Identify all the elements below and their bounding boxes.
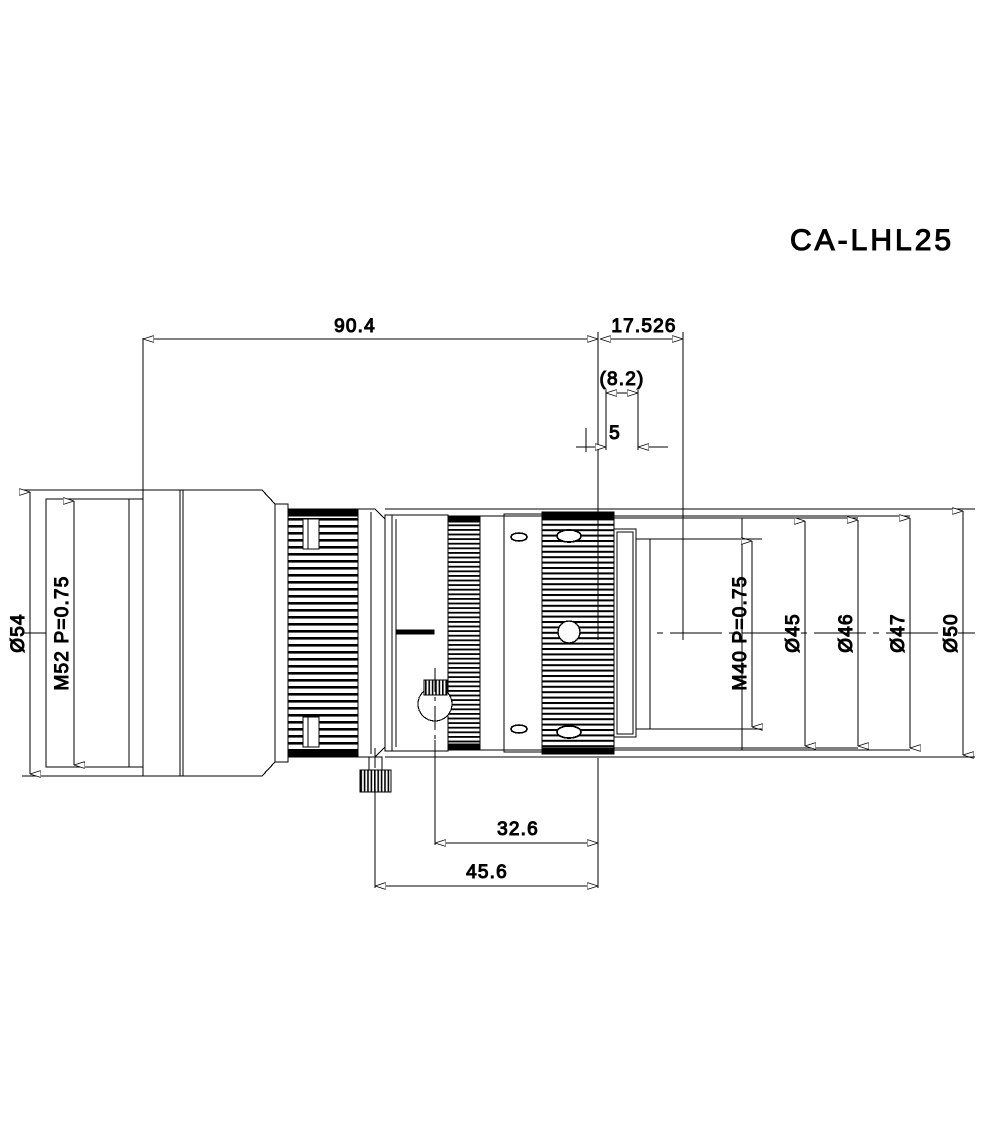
dimension-32p6-label: 32.6 [497,819,539,840]
dimension-d50-label: Ø50 [941,613,962,653]
dimension-m40: M40 P=0.75 [729,541,752,727]
dimension-8p2: (8.2) [599,368,644,393]
dimension-5: 5 [576,422,668,447]
dimension-d46: Ø46 [835,520,858,746]
rear-knurled-ring [541,511,615,755]
dimension-d54: Ø54 [7,492,30,774]
dimension-32p6: 32.6 [435,818,598,843]
focus-ring [287,508,359,758]
dimension-45p6: 45.6 [375,861,598,886]
dimension-d50: Ø50 [940,511,963,755]
drawing-title: CA-LHL25 [790,224,954,257]
dimension-m40-label: M40 P=0.75 [730,576,751,691]
dimension-d45: Ø45 [782,521,805,746]
rear-mount-flange [613,528,651,738]
dimension-5-label: 5 [609,423,621,444]
holed-barrel [503,513,543,753]
dimension-90p4-label: 90.4 [334,316,376,337]
front-collar [274,503,289,763]
lens-hood-rear-barrel [142,489,276,777]
dimension-d47-label: Ø47 [888,613,909,653]
lens-assembly-drawing [45,489,975,806]
dimension-d47: Ø47 [887,518,910,748]
aperture-knurled-ring [447,515,481,751]
dimension-8p2-label: (8.2) [599,369,644,390]
dimension-90p4: 90.4 [143,315,598,339]
body-step-a [357,508,386,758]
dimension-d46-label: Ø46 [836,613,857,653]
dimension-d45-label: Ø45 [783,613,804,653]
dimension-45p6-label: 45.6 [466,862,508,883]
adjustment-knob [417,668,453,740]
dimension-17p526-label: 17.526 [611,316,676,337]
dimension-d54-label: Ø54 [8,613,29,653]
focus-thumbscrew [359,748,392,806]
dimension-m52-label: M52 P=0.75 [52,576,73,691]
spacer-ring-1 [479,515,505,751]
dimension-m52: M52 P=0.75 [51,501,74,765]
dimension-17p526: 17.526 [600,315,683,339]
